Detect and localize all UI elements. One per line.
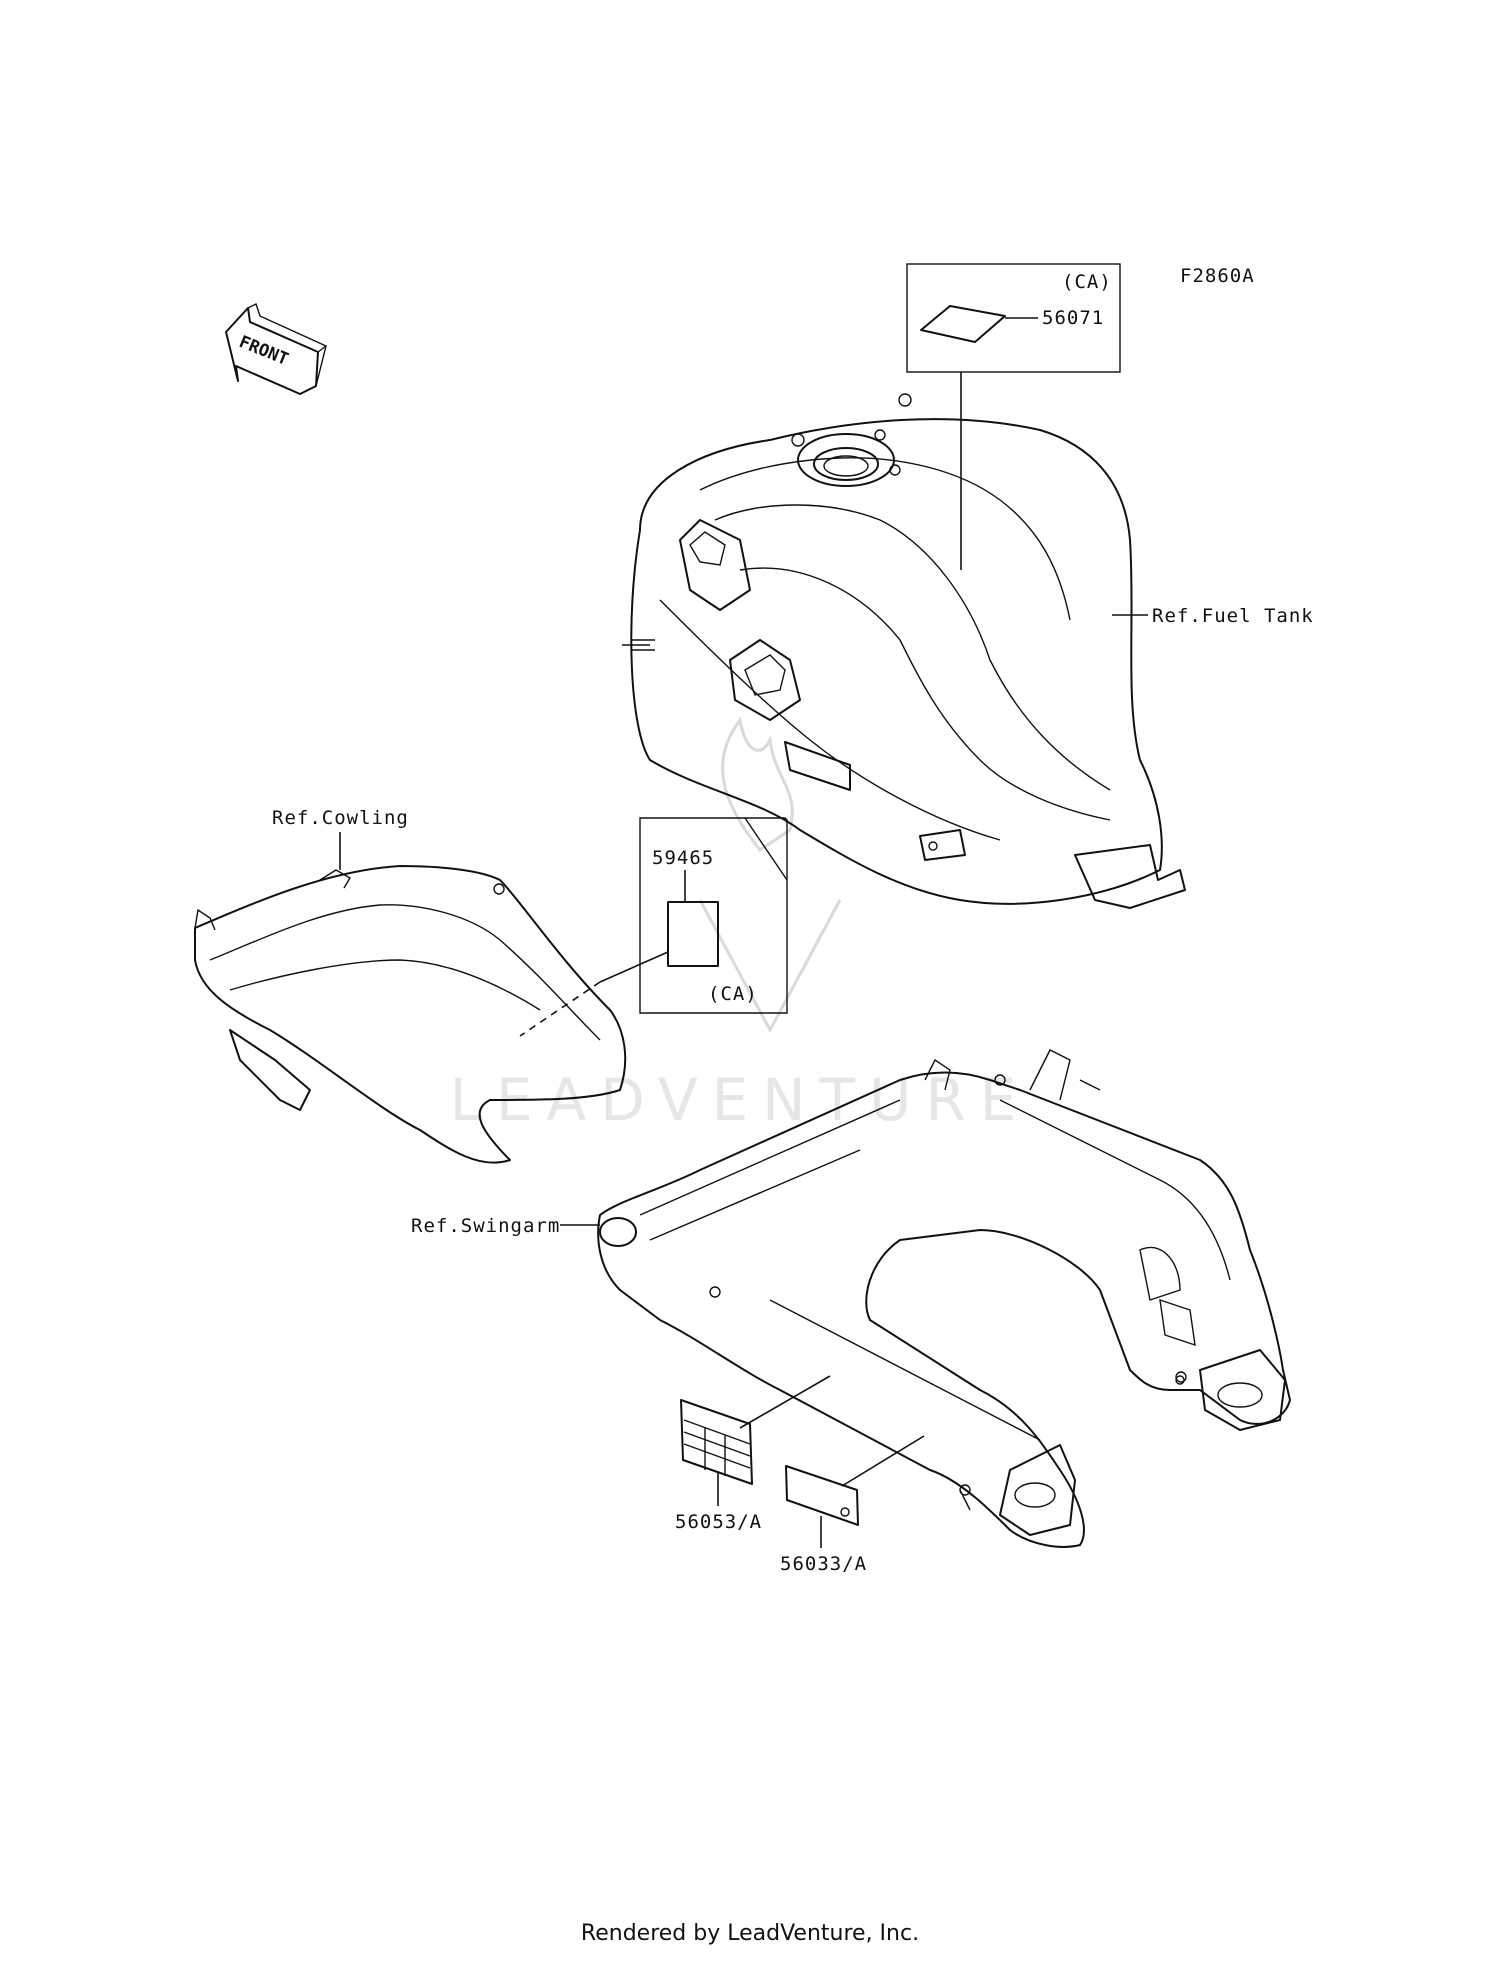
cowling-label-dashed-leader (519, 981, 601, 1037)
cowling-label-part-number: 59465 (652, 847, 714, 869)
swingarm-label-right-graphic (785, 1435, 925, 1548)
swingarm-reference: Ref.Swingarm (411, 1215, 560, 1237)
cowling-label-variant: (CA) (708, 983, 758, 1005)
cowling (194, 865, 627, 1164)
swingarm-label-left-part-number: 56053/A (675, 1511, 762, 1533)
front-arrow-label: FRONT (236, 332, 291, 370)
swingarm (597, 1049, 1291, 1548)
watermark-logo (698, 716, 842, 1034)
figure-code: F2860A (1180, 265, 1255, 287)
swingarm-label-left-graphic (680, 1375, 831, 1506)
front-arrow: FRONT (225, 303, 327, 395)
callout-cowling-label (639, 817, 788, 1014)
cowling-reference: Ref.Cowling (272, 807, 409, 829)
footer-credit: Rendered by LeadVenture, Inc. (581, 1921, 919, 1946)
fuel-tank-label-variant: (CA) (1062, 271, 1112, 293)
swingarm-label-right-part-number: 56033/A (780, 1553, 867, 1575)
fuel-tank (622, 393, 1186, 909)
callout-fuel-tank-label (906, 263, 1121, 570)
fuel-tank-reference: Ref.Fuel Tank (1152, 605, 1314, 627)
fuel-tank-label-part-number: 56071 (1042, 307, 1104, 329)
cowling-label-leader (599, 951, 669, 983)
